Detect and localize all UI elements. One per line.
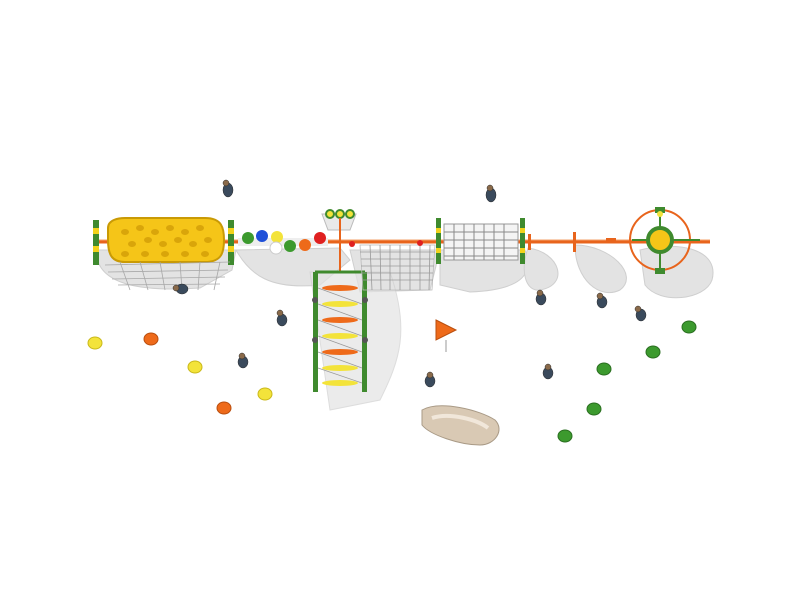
horizontal-ladder — [312, 270, 368, 392]
spinner-platform — [629, 207, 700, 274]
stepping-stones-yellow — [87, 336, 273, 401]
person — [424, 371, 436, 388]
stepping-stones-orange — [143, 332, 232, 415]
person — [276, 309, 288, 327]
climbing-wall-yellow — [93, 217, 234, 291]
rope-net-bridge — [359, 240, 436, 291]
person — [596, 292, 608, 309]
crawl-tunnel — [421, 405, 500, 446]
cargo-net — [104, 261, 231, 291]
person — [634, 305, 647, 322]
triangle-sign — [435, 319, 458, 352]
person — [172, 283, 189, 295]
shadows — [95, 244, 714, 411]
ladder-rungs — [322, 285, 358, 386]
ball-bridge — [238, 230, 328, 255]
log-roll-bridge — [436, 218, 525, 264]
person — [485, 184, 497, 203]
people — [172, 179, 647, 388]
beam-posts — [528, 232, 616, 252]
stepping-stones-green — [557, 320, 697, 443]
central-tower — [321, 209, 357, 272]
person — [222, 179, 234, 198]
person — [542, 363, 554, 380]
person — [535, 289, 547, 306]
person — [237, 352, 249, 369]
